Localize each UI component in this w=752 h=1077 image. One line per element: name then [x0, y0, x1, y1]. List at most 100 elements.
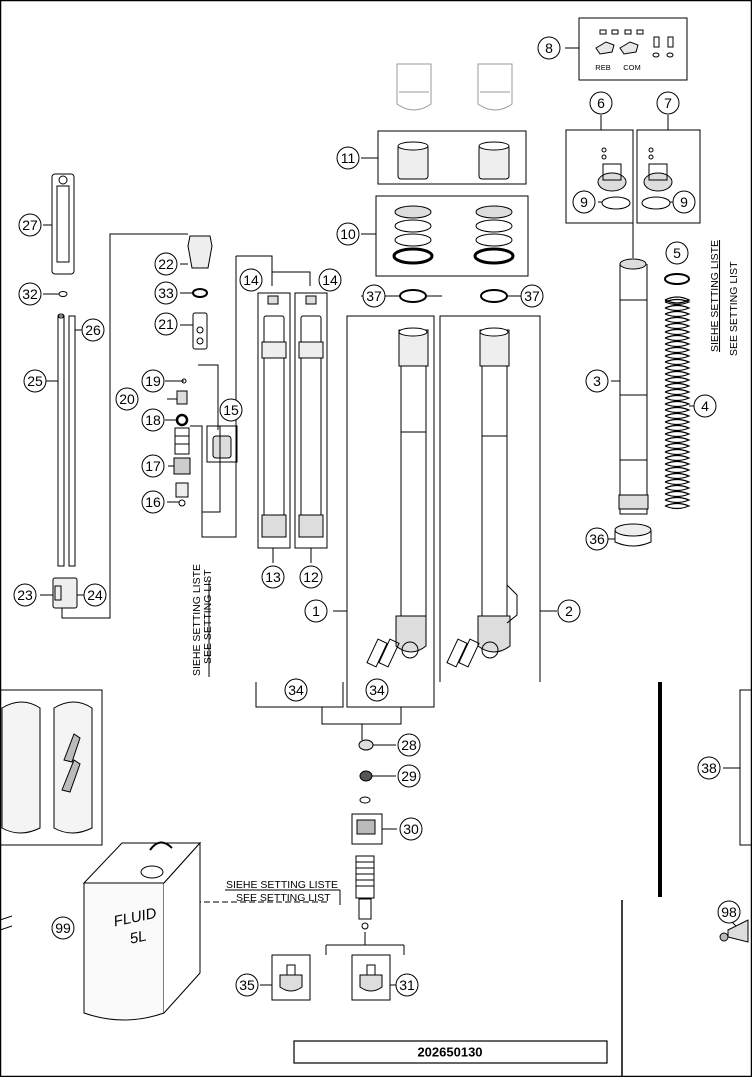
- callout-number: 2: [565, 603, 573, 619]
- note-setting-list-de-vertical-left: SIEHE SETTING LISTE: [191, 564, 203, 676]
- fork-cap-faded: [396, 63, 513, 111]
- callout-number: 10: [340, 226, 356, 242]
- nut-28: [358, 739, 374, 751]
- callout-circle: [693, 394, 717, 418]
- callout-circle: [154, 252, 178, 276]
- callout-number: 18: [145, 412, 161, 428]
- note-setting-list-de-horizontal: SIEHE SETTING LISTE: [226, 879, 338, 891]
- callout-circle: [365, 678, 389, 702]
- callout-circle: [141, 408, 165, 432]
- shim-spring-stack: [173, 427, 191, 507]
- callout-circle: [81, 318, 105, 342]
- spring-retainer: [614, 523, 652, 547]
- callout-circle: [656, 91, 680, 115]
- callout-number: 21: [158, 316, 174, 332]
- callout-circle: [520, 284, 544, 308]
- callout-number: 35: [239, 977, 255, 993]
- callout-circle: [141, 369, 165, 393]
- spring-coil: [664, 502, 691, 510]
- spring-coil: [664, 322, 691, 330]
- cartridge-right: [298, 295, 324, 538]
- callout-number: 14: [243, 272, 259, 288]
- spring-coil: [664, 328, 691, 336]
- callout-number: 20: [119, 391, 135, 407]
- callout-circle: [395, 973, 419, 997]
- seal-kit-pair: [392, 205, 515, 265]
- callout-circle: [261, 565, 285, 589]
- callout-circle: [284, 678, 308, 702]
- spring-coil: [664, 304, 691, 312]
- spring-coil: [664, 460, 691, 468]
- callout-number: 99: [55, 920, 71, 936]
- callout-circle: [51, 916, 75, 940]
- callout-circle: [362, 284, 386, 308]
- spring-coil: [664, 298, 691, 306]
- grease-tube: [719, 919, 749, 943]
- callout-number: 34: [369, 682, 385, 698]
- callout-number: 14: [322, 272, 338, 288]
- spring-coil: [664, 412, 691, 420]
- callout-circle: [697, 756, 721, 780]
- drawing-number: 202650130: [417, 1045, 482, 1060]
- note-setting-list-en-vertical-left: SEE SETTING LIST: [202, 569, 214, 664]
- callout-number: 13: [265, 569, 281, 585]
- callout-number: 17: [145, 458, 161, 474]
- callout-circle: [336, 146, 360, 170]
- callout-number: 34: [288, 682, 304, 698]
- callout-number: 7: [664, 95, 672, 111]
- callout-circle: [399, 817, 423, 841]
- callout-number: 16: [145, 494, 161, 510]
- callout-number: 24: [87, 587, 103, 603]
- callout-circle: [304, 599, 328, 623]
- outer-tube-left: [366, 327, 429, 668]
- callout-number: 38: [701, 760, 717, 776]
- callout-circle: [572, 190, 596, 214]
- adjuster-assembly-com: [641, 147, 673, 210]
- spring-coil: [664, 466, 691, 474]
- nut-29: [359, 770, 373, 782]
- base-valve-31: [359, 964, 383, 992]
- spring-coil: [664, 310, 691, 318]
- note-setting-list-de-vertical-right: SIEHE SETTING LISTE: [709, 240, 721, 352]
- callout-number: 11: [341, 150, 356, 166]
- spring-coil: [664, 382, 691, 390]
- spring-coil: [664, 388, 691, 396]
- spring-coil: [664, 352, 691, 360]
- spring-coil: [664, 448, 691, 456]
- spring-coil: [664, 496, 691, 504]
- callout-number: 22: [158, 256, 174, 272]
- spring-coil: [664, 436, 691, 444]
- outer-tube-right: [446, 327, 518, 668]
- callout-circle: [23, 369, 47, 393]
- callout-number: 98: [721, 904, 737, 920]
- callout-circle: [18, 282, 42, 306]
- callout-number: 37: [366, 288, 382, 304]
- callout-number: 31: [399, 977, 415, 993]
- callout-number: 1: [312, 603, 320, 619]
- callout-circle: [589, 91, 613, 115]
- spring-coil: [664, 316, 691, 324]
- callout-number: 12: [303, 569, 319, 585]
- callout-number: 37: [524, 288, 540, 304]
- label-reb: REB: [595, 63, 610, 72]
- callout-circle: [585, 527, 609, 551]
- spring-coil: [664, 442, 691, 450]
- spring-coil: [664, 454, 691, 462]
- callout-circle: [397, 733, 421, 757]
- callout-circle: [318, 268, 342, 292]
- cartridge-tube: [618, 258, 649, 515]
- callout-number: 30: [403, 821, 419, 837]
- callout-circle: [672, 190, 696, 214]
- callout-circle: [537, 36, 561, 60]
- spring-coil: [664, 418, 691, 426]
- fork-spring: [664, 296, 691, 304]
- callout-number: 28: [401, 737, 417, 753]
- callout-circle: [115, 387, 139, 411]
- callout-number: 6: [597, 95, 605, 111]
- spring-coil: [664, 340, 691, 348]
- callout-number: 25: [27, 373, 43, 389]
- callout-number: 4: [701, 398, 709, 414]
- oil-can-label-line2: 5L: [128, 928, 148, 948]
